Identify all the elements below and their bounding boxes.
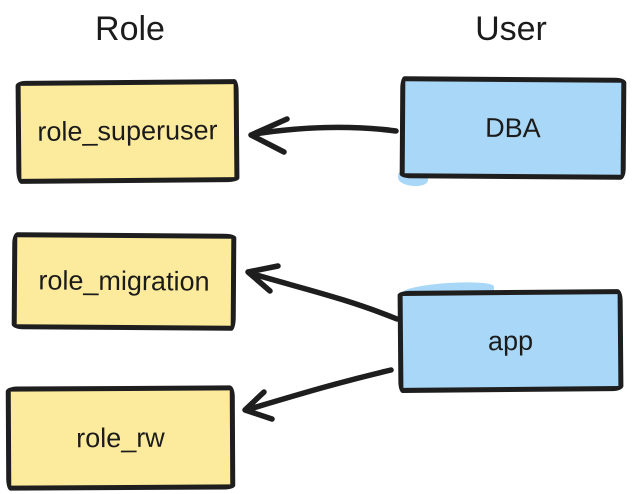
arrow-app-to-role-migration-shaft — [250, 271, 400, 322]
node-label-app: app — [487, 325, 534, 356]
node-role-superuser: role_superuser — [15, 79, 240, 184]
node-user-app: app — [397, 289, 624, 393]
node-label-role-migration: role_migration — [38, 265, 210, 297]
node-role-migration: role_migration — [11, 232, 237, 331]
arrow-app-to-role-migration-head — [245, 263, 281, 294]
column-title-role: Role — [95, 10, 165, 48]
node-role-rw: role_rw — [5, 385, 236, 491]
arrow-app-to-role-rw-head — [242, 389, 275, 422]
node-label-role-superuser: role_superuser — [37, 115, 218, 147]
node-user-dba: DBA — [399, 76, 627, 180]
arrow-dba-to-role-superuser-shaft — [251, 124, 399, 137]
arrow-dba-to-role-superuser-head — [248, 116, 290, 155]
node-label-role-rw: role_rw — [76, 422, 165, 453]
node-label-dba: DBA — [485, 112, 541, 143]
arrow-app-to-role-rw-shaft — [250, 367, 394, 411]
column-title-user: User — [475, 10, 547, 48]
